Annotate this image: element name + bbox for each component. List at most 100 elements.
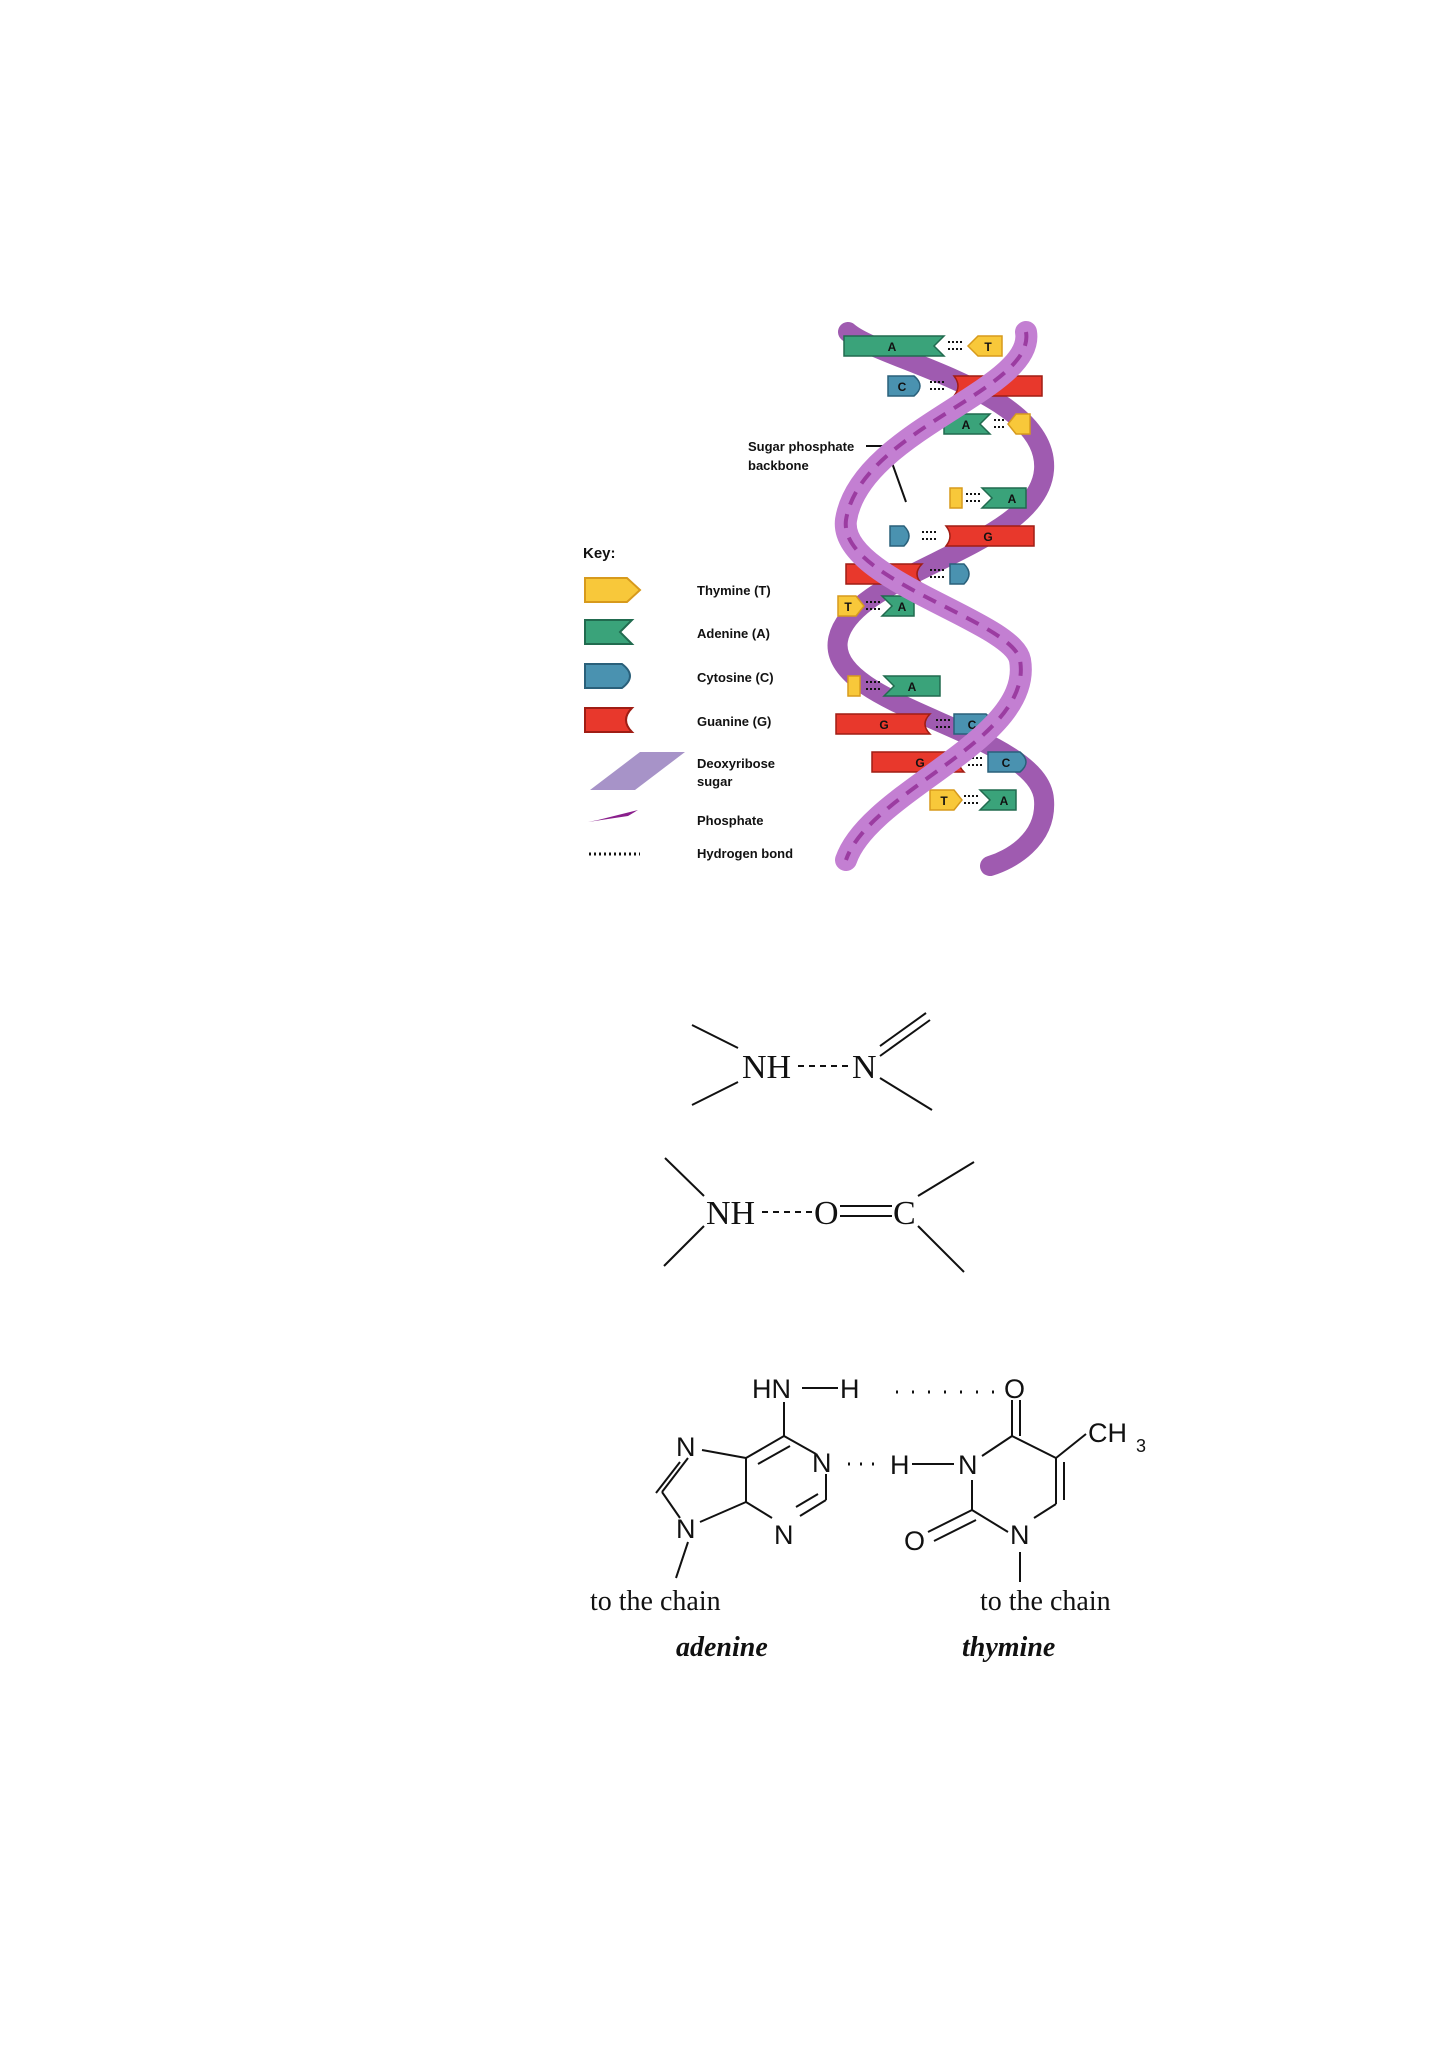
base-letter: T <box>984 340 992 354</box>
hydrogen-bond-scheme-nh-o: NH O C <box>663 1157 975 1273</box>
base-letter: A <box>898 600 907 614</box>
ch3-group: CH <box>1088 1418 1127 1448</box>
bond-line <box>917 1161 975 1197</box>
bond-line <box>745 1435 785 1459</box>
n-atom-thymine: N <box>958 1450 978 1480</box>
base-letter: A <box>1000 794 1009 808</box>
key-label-adenine: Adenine (A) <box>697 626 770 641</box>
bond-line <box>1033 1503 1057 1519</box>
chain-label-left: to the chain <box>590 1586 721 1617</box>
base-letter: G <box>983 530 992 544</box>
guanine-block <box>944 525 1035 547</box>
cytosine-block <box>949 563 970 585</box>
adenine-label: adenine <box>676 1632 768 1663</box>
double-bond-line <box>879 1019 931 1057</box>
adenine-block <box>980 487 1027 509</box>
base-letter: A <box>1008 492 1017 506</box>
bond-line <box>663 1225 705 1267</box>
double-bond-line <box>757 1445 791 1465</box>
dna-helix-figure: Key: Thymine (T) Adenine (A) Cytosine (C… <box>583 321 1055 876</box>
adenine-block <box>978 789 1017 811</box>
base-letter: G <box>879 718 888 732</box>
base-letter: A <box>908 680 917 694</box>
base-letter: C <box>898 380 907 394</box>
bond-line <box>691 1024 739 1049</box>
chain-label-right: to the chain <box>980 1586 1111 1617</box>
guanine-icon <box>584 707 635 733</box>
base-pair: A T <box>843 335 1003 357</box>
base-letter: C <box>968 718 977 732</box>
adenine-block <box>882 675 941 697</box>
base-pair: A <box>847 675 941 697</box>
key-label-cytosine: Cytosine (C) <box>697 670 774 685</box>
thymine-block <box>847 675 861 697</box>
nh-group: NH <box>742 1049 791 1086</box>
base-pair: G C <box>835 713 993 735</box>
backbone-label-line2: backbone <box>748 458 809 473</box>
c-atom: C <box>893 1195 916 1232</box>
deoxyribose-sugar-icon <box>590 752 685 790</box>
bond-line <box>799 1499 827 1517</box>
bond-line <box>1011 1435 1057 1459</box>
base-letter: T <box>844 600 852 614</box>
key-label-thymine: Thymine (T) <box>697 583 771 598</box>
double-bond-line <box>933 1519 977 1542</box>
o-atom: O <box>814 1195 839 1232</box>
double-bond-line <box>655 1461 681 1494</box>
bond-line <box>917 1225 965 1273</box>
n-atom-adenine: N <box>676 1514 696 1544</box>
backbone-strand-front-highlight <box>843 331 1029 861</box>
bond-line <box>783 1435 817 1455</box>
key-label-guanine: Guanine (G) <box>697 714 771 729</box>
backbone-label-line1: Sugar phosphate <box>748 439 854 454</box>
bond-line <box>879 1077 933 1111</box>
n-atom-thymine: N <box>1010 1520 1030 1550</box>
thymine-block <box>1007 413 1031 435</box>
cytosine-block <box>889 525 910 547</box>
adenine-icon <box>584 619 635 645</box>
base-pair: G <box>889 525 1035 547</box>
bond-line <box>664 1157 705 1197</box>
bond-line <box>691 1081 739 1106</box>
thymine-block <box>837 595 865 617</box>
key-label-deoxyribose-line2: sugar <box>697 774 732 789</box>
base-pair: T A <box>929 789 1017 811</box>
n-atom-adenine: N <box>812 1448 832 1478</box>
bond-line <box>927 1509 973 1533</box>
bond-line <box>661 1491 681 1519</box>
base-letter: C <box>1002 756 1011 770</box>
adenine-block <box>843 335 946 357</box>
h-atom-top: H <box>840 1374 860 1404</box>
bond-line <box>971 1509 1009 1533</box>
base-letter: T <box>940 794 948 808</box>
key: Key: Thymine (T) Adenine (A) Cytosine (C… <box>583 545 793 861</box>
double-bond-line <box>795 1493 819 1508</box>
base-letter: G <box>915 756 924 770</box>
nh-group: NH <box>706 1195 755 1232</box>
n-atom-adenine: N <box>676 1432 696 1462</box>
n-atom-adenine: N <box>774 1520 794 1550</box>
o-atom-top: O <box>1004 1374 1025 1404</box>
key-label-hydrogen-bond: Hydrogen bond <box>697 846 793 861</box>
bond-line <box>745 1501 773 1519</box>
hn-group: HN <box>752 1374 791 1404</box>
hydrogen-bond-scheme-nh-n: NH N <box>691 1012 933 1111</box>
base-letter: A <box>962 418 971 432</box>
key-label-phosphate: Phosphate <box>697 813 763 828</box>
bond-line <box>699 1501 747 1523</box>
n-atom: N <box>852 1049 877 1086</box>
thymine-block <box>929 789 963 811</box>
o-atom-bottom: O <box>904 1526 925 1556</box>
key-title: Key: <box>583 545 616 562</box>
bond-line <box>661 1457 689 1493</box>
thymine-icon <box>584 577 642 603</box>
bond-line <box>981 1435 1013 1457</box>
bond-line <box>1055 1433 1087 1459</box>
bond-line <box>675 1541 689 1579</box>
double-bond-line <box>879 1012 927 1047</box>
h-atom-middle: H <box>890 1450 910 1480</box>
base-pair: T A <box>837 595 915 617</box>
ch3-subscript: 3 <box>1136 1436 1146 1456</box>
thymine-block <box>949 487 963 509</box>
